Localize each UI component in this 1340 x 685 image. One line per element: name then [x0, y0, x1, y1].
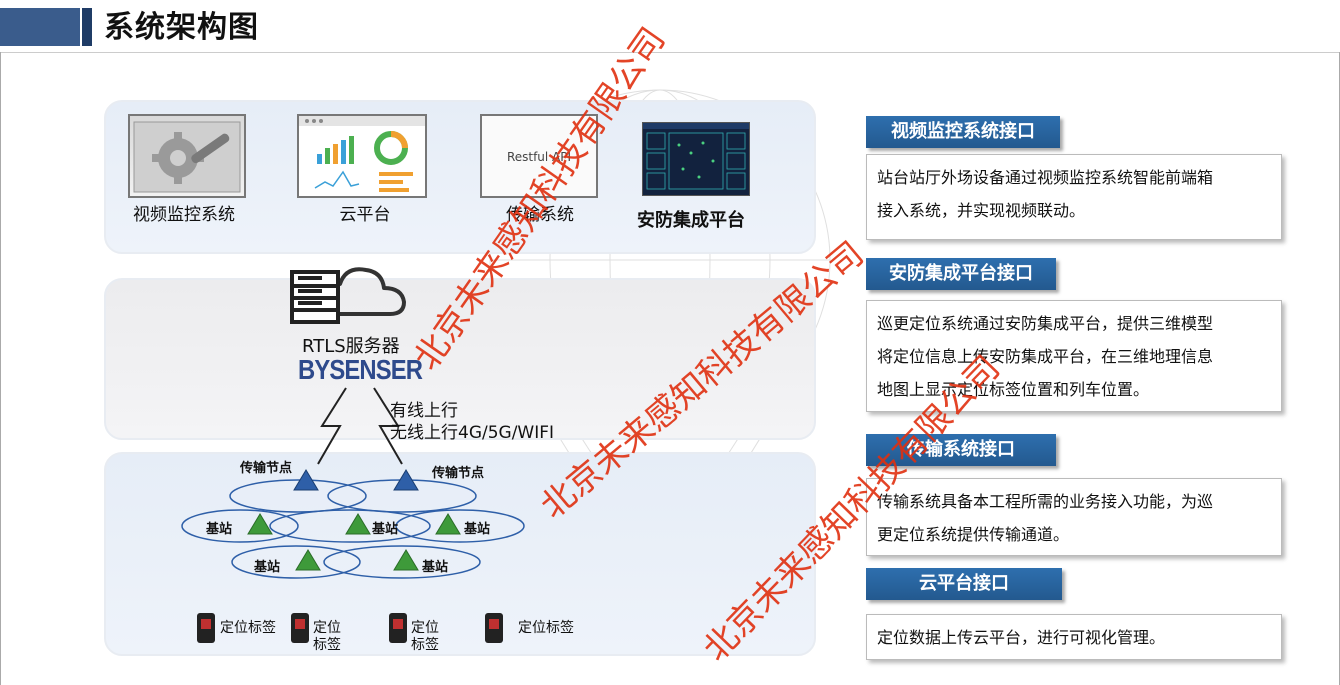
transmission-interface-desc-line-1: 传输系统具备本工程所需的业务接入功能，为巡	[877, 492, 1214, 511]
video-interface-desc-line-2: 接入系统，并实现视频联动。	[877, 201, 1086, 220]
locator-tag-icon-2	[291, 613, 309, 643]
video-monitoring-system-box	[128, 114, 246, 198]
cloud-interface-desc-line-1: 定位数据上传云平台，进行可视化管理。	[877, 628, 1166, 647]
network-topology	[181, 469, 525, 579]
locator-tag-label-2a: 定位	[313, 620, 341, 636]
security-platform-label: 安防集成平台	[637, 210, 745, 231]
gear-wrench-icon	[133, 121, 241, 193]
page-title: 系统架构图	[104, 10, 259, 45]
base-station-label-2: 基站	[372, 522, 399, 537]
title-accent-bar-dark	[82, 8, 92, 46]
locator-tag-icon-4	[485, 613, 503, 643]
transmission-system-box: Restful API	[480, 114, 598, 198]
locator-tag-label-1: 定位标签	[220, 620, 276, 636]
base-station-icon-1	[247, 513, 273, 535]
base-station-label-5: 基站	[422, 560, 449, 575]
base-station-icon-5	[393, 549, 419, 571]
base-station-label-4: 基站	[254, 560, 281, 575]
base-station-icon-4	[295, 549, 321, 571]
security-interface-desc-line-2: 将定位信息上传安防集成平台，在三维地理信息	[877, 347, 1214, 366]
restful-api-text: Restful API	[506, 150, 572, 164]
video-monitoring-system-label: 视频监控系统	[133, 205, 235, 225]
transmission-node-label-1: 传输节点	[240, 461, 293, 476]
transmission-node-icon-2	[393, 469, 419, 491]
wireless-lightning-icon-left	[317, 387, 347, 465]
locator-tag-icon-1	[197, 613, 215, 643]
transmission-interface-desc: 传输系统具备本工程所需的业务接入功能，为巡 更定位系统提供传输通道。	[866, 478, 1282, 556]
security-interface-desc: 巡更定位系统通过安防集成平台，提供三维模型 将定位信息上传安防集成平台，在三维地…	[866, 300, 1282, 412]
bysenser-logo: BYSENSER	[298, 354, 423, 385]
dashboard-icon	[299, 116, 425, 192]
security-interface-title: 安防集成平台接口	[866, 258, 1056, 290]
base-station-label-1: 基站	[206, 522, 233, 537]
cloud-interface-title: 云平台接口	[866, 568, 1062, 600]
wireless-lightning-icon-right	[373, 387, 403, 465]
rtls-server-label: RTLS服务器	[302, 336, 400, 357]
locator-tag-label-2b: 标签	[313, 637, 341, 653]
base-station-label-3: 基站	[464, 522, 491, 537]
header-divider	[0, 52, 1340, 53]
transmission-node-icon-1	[293, 469, 319, 491]
security-platform-screen	[642, 122, 750, 196]
title-accent-bar	[0, 8, 80, 46]
locator-tag-icon-3	[389, 613, 407, 643]
cloud-platform-label: 云平台	[339, 205, 391, 225]
wired-uplink-label: 有线上行	[390, 401, 458, 421]
base-station-icon-2	[345, 513, 371, 535]
locator-tag-label-4: 定位标签	[518, 620, 574, 636]
server-cloud-icon	[290, 267, 406, 324]
security-dashboard-icon	[643, 123, 749, 190]
transmission-interface-desc-line-2: 更定位系统提供传输通道。	[877, 525, 1070, 544]
base-station-icon-3	[435, 513, 461, 535]
video-interface-desc: 站台站厅外场设备通过视频监控系统智能前端箱 接入系统，并实现视频联动。	[866, 154, 1282, 240]
security-interface-desc-line-3: 地图上显示定位标签位置和列车位置。	[877, 380, 1150, 399]
left-border	[0, 52, 1, 685]
video-interface-title: 视频监控系统接口	[866, 116, 1060, 148]
cloud-platform-box	[297, 114, 427, 198]
cloud-interface-desc: 定位数据上传云平台，进行可视化管理。	[866, 614, 1282, 660]
security-interface-desc-line-1: 巡更定位系统通过安防集成平台，提供三维模型	[877, 314, 1214, 333]
video-interface-desc-line-1: 站台站厅外场设备通过视频监控系统智能前端箱	[877, 168, 1214, 187]
transmission-node-label-2: 传输节点	[432, 466, 485, 481]
server-layer-band	[104, 278, 816, 440]
transmission-interface-title: 传输系统接口	[866, 434, 1056, 466]
locator-tag-label-3a: 定位	[411, 620, 439, 636]
wireless-uplink-label: 无线上行4G/5G/WIFI	[390, 423, 555, 443]
transmission-system-label: 传输系统	[506, 205, 574, 225]
locator-tag-label-3b: 标签	[411, 637, 439, 653]
